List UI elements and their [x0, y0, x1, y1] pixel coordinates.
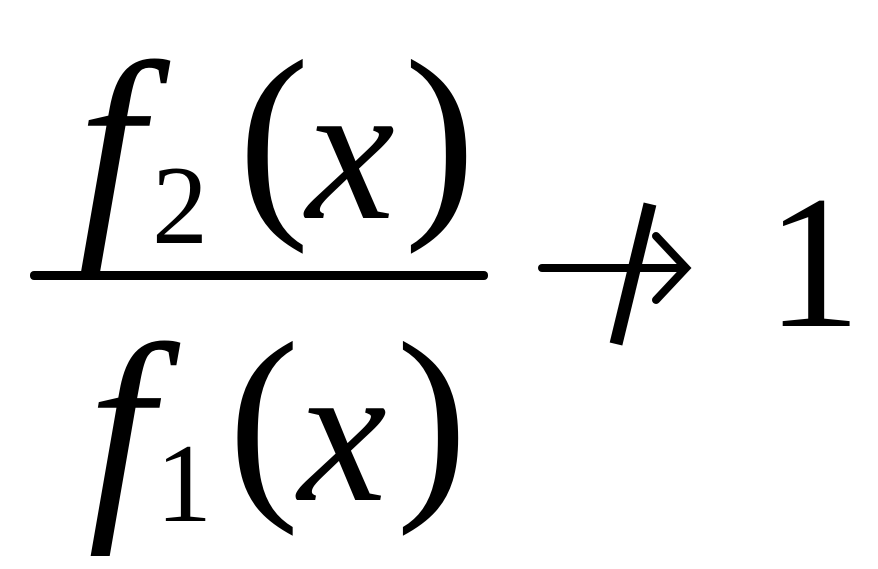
numerator-function-name: f	[78, 15, 144, 275]
denominator-variable: x	[298, 323, 387, 544]
denominator-function-name: f	[88, 297, 154, 557]
denominator-close-paren: )	[396, 298, 468, 537]
numerator-open-paren: (	[238, 16, 310, 255]
right-hand-side-value: 1	[766, 158, 861, 368]
fraction-bar	[30, 271, 488, 280]
not-tends-to-arrow-icon	[538, 202, 692, 346]
denominator-open-paren: (	[228, 298, 300, 537]
denominator-subscript: 1	[156, 422, 212, 546]
numerator-variable: x	[306, 41, 395, 262]
numerator-close-paren: )	[404, 16, 476, 255]
numerator-subscript: 2	[152, 144, 208, 268]
